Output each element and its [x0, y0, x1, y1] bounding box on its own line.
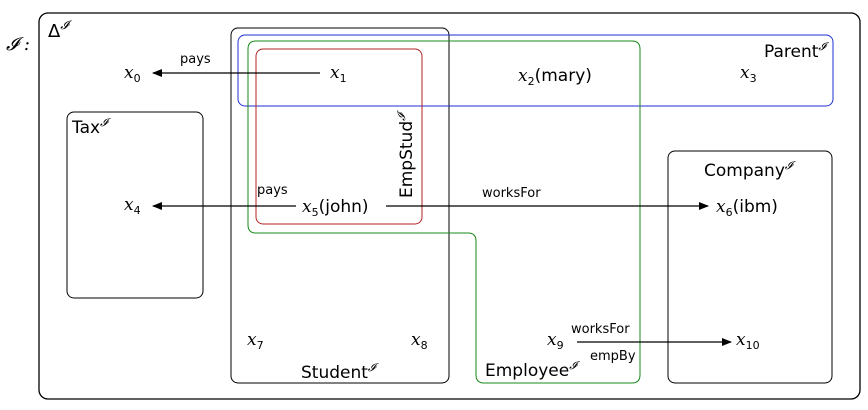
- element-x3: x3: [740, 63, 757, 85]
- element-x7: x7: [247, 330, 264, 352]
- parent-set-box: [237, 34, 834, 107]
- tax-set-box: [66, 111, 204, 299]
- company-set-label: Company𝓘: [704, 159, 796, 181]
- tax-set-label: Tax𝓘: [71, 116, 111, 138]
- element-x0: x0: [124, 63, 141, 85]
- element-x9: x9: [547, 330, 564, 352]
- element-x6: x6(ibm): [716, 197, 778, 219]
- element-x2: x2(mary): [518, 66, 592, 88]
- student-set-label: Student𝓘: [301, 361, 379, 383]
- interpretation-label: 𝓘 :: [6, 34, 30, 55]
- employee-set-label: Employee𝓘: [485, 359, 580, 381]
- domain-label: Δ𝓘: [48, 18, 72, 42]
- empby-label-x9-x10: empBy: [590, 349, 636, 364]
- element-x8: x8: [411, 330, 428, 352]
- worksfor-label-x5-x6: worksFor: [482, 186, 541, 201]
- element-x1: x1: [330, 63, 347, 85]
- company-set-box: [667, 150, 833, 384]
- domain-box: [38, 12, 861, 400]
- element-x5: x5(john): [302, 197, 369, 219]
- element-x10: x10: [736, 330, 760, 352]
- empstud-set-label: EmpStud𝓘: [395, 110, 417, 198]
- parent-set-label: Parent𝓘: [764, 40, 829, 62]
- employee-set-region: [247, 40, 641, 384]
- worksfor-label-x9-x10: worksFor: [571, 322, 630, 337]
- empstud-set-box: [255, 48, 423, 225]
- pays-label-x5-x4: pays: [257, 183, 288, 198]
- element-x4: x4: [124, 195, 141, 217]
- pays-label-x1-x0: pays: [180, 52, 211, 67]
